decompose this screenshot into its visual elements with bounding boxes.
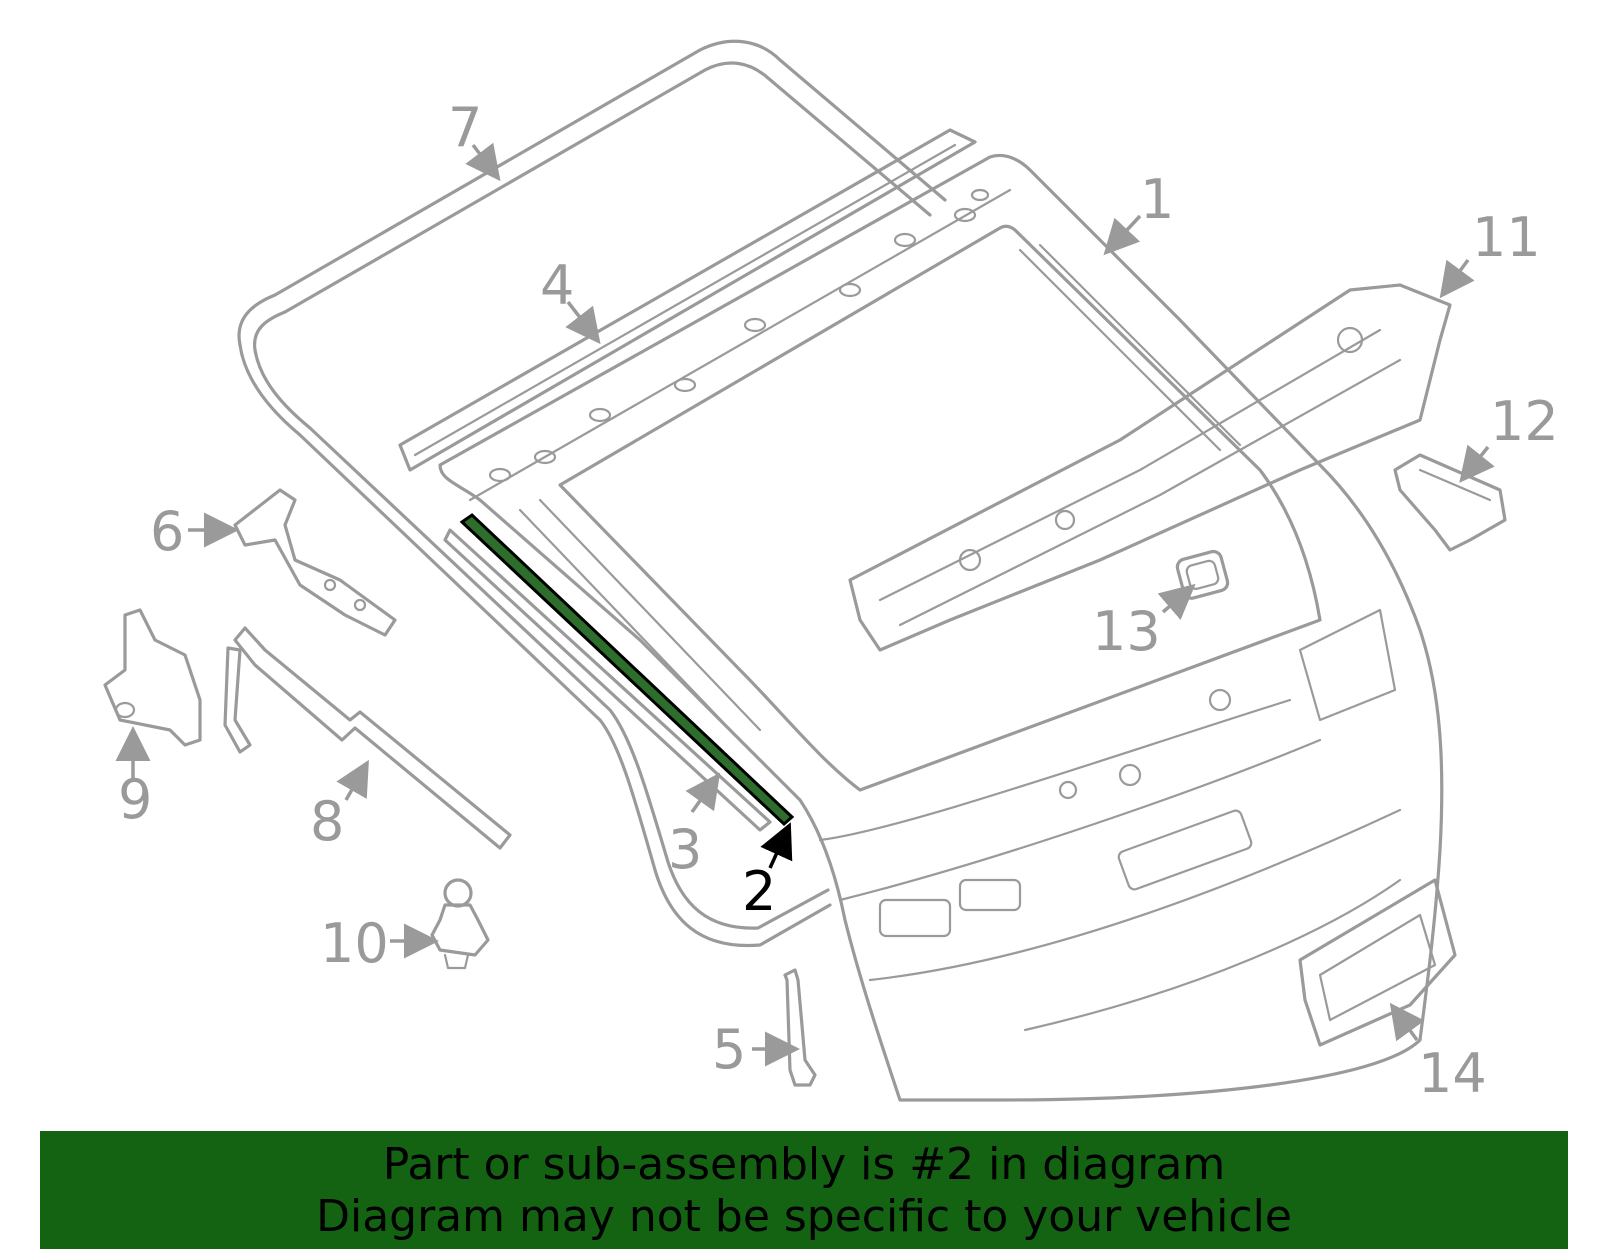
part-11-reinforcement[interactable] xyxy=(848,283,1452,652)
part-9-bracket[interactable] xyxy=(103,608,202,747)
part-12-bracket[interactable] xyxy=(1393,453,1507,552)
callout-12[interactable]: 12 xyxy=(1490,390,1559,453)
callout-2[interactable]: 2 xyxy=(742,860,776,923)
callout-11[interactable]: 11 xyxy=(1472,206,1541,269)
part-5-clip[interactable] xyxy=(783,968,817,1087)
part-1-liftgate[interactable] xyxy=(438,153,1444,1102)
callout-4[interactable]: 4 xyxy=(540,254,574,317)
callout-9[interactable]: 9 xyxy=(118,768,152,831)
callout-10[interactable]: 10 xyxy=(320,912,389,975)
part-2-molding[interactable] xyxy=(459,513,795,827)
callout-7[interactable]: 7 xyxy=(448,96,482,159)
part-4-seal-strip[interactable] xyxy=(398,128,977,472)
part-7-weatherstrip[interactable] xyxy=(237,39,947,948)
banner-line-2: Diagram may not be specific to your vehi… xyxy=(316,1191,1292,1242)
part-14-license-bracket[interactable] xyxy=(1298,878,1457,1047)
part-6-hinge[interactable] xyxy=(233,488,397,637)
part-10-ball-stud[interactable] xyxy=(430,878,490,970)
callout-13[interactable]: 13 xyxy=(1092,600,1161,663)
callout-6[interactable]: 6 xyxy=(150,500,184,563)
callout-5[interactable]: 5 xyxy=(712,1018,746,1081)
callout-labels: 1 2 3 4 5 6 7 8 9 10 11 12 13 14 xyxy=(118,96,1559,1105)
part-3-trim[interactable] xyxy=(443,528,772,832)
banner-line-1: Part or sub-assembly is #2 in diagram xyxy=(382,1139,1226,1190)
callout-3[interactable]: 3 xyxy=(668,818,702,881)
callout-1[interactable]: 1 xyxy=(1140,168,1174,231)
part-13-handle[interactable] xyxy=(1175,549,1230,600)
callout-8[interactable]: 8 xyxy=(310,790,344,853)
callout-14[interactable]: 14 xyxy=(1418,1042,1487,1105)
info-banner: Part or sub-assembly is #2 in diagram Di… xyxy=(40,1131,1568,1249)
part-8-strut[interactable] xyxy=(223,626,512,850)
callout-arrows xyxy=(115,142,1495,1067)
